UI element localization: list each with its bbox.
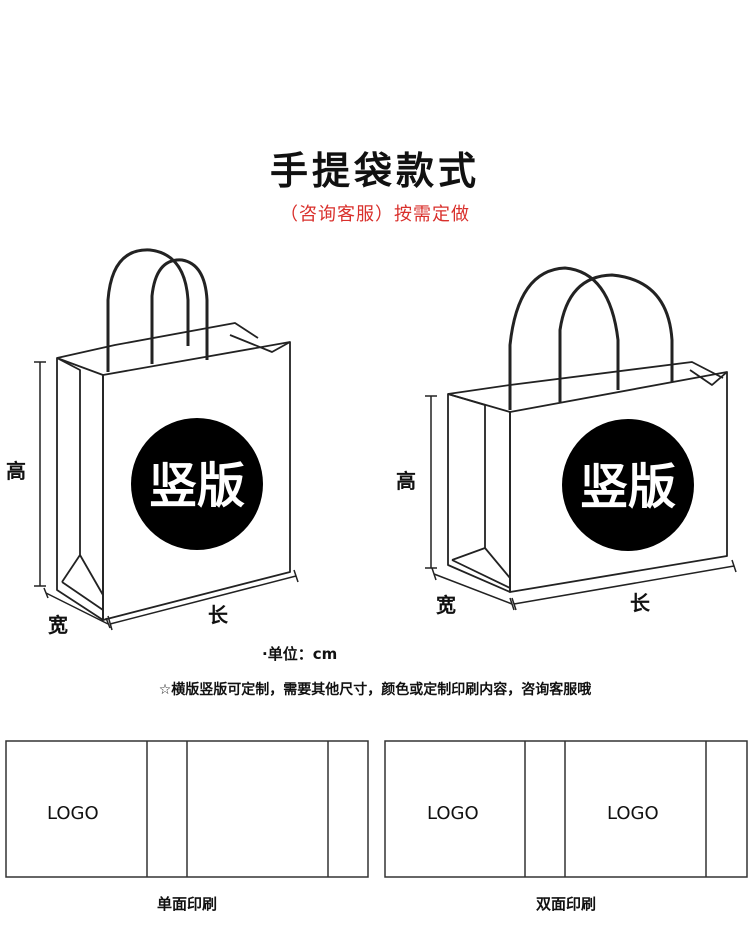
bag-right	[447, 266, 728, 593]
bag-left-dimensions	[34, 361, 299, 631]
custom-note: ☆横版竖版可定制，需要其他尺寸，颜色或定制印刷内容，咨询客服哦	[158, 682, 592, 698]
print-single-logo: LOGO	[47, 803, 99, 824]
bag-right-badge-text: 竖版	[580, 459, 676, 515]
bag-left-width-label: 宽	[48, 613, 68, 637]
print-single-layout	[5, 740, 369, 878]
bag-right-handle-front	[558, 273, 674, 402]
print-double-logo-2: LOGO	[607, 803, 659, 824]
bag-right-length-label: 长	[630, 591, 651, 615]
bag-right-front	[509, 371, 728, 593]
bag-left-handle-front	[150, 258, 209, 364]
print-double-label: 双面印刷	[535, 895, 596, 913]
bag-right-height-label: 高	[396, 469, 416, 493]
print-double-layout	[384, 740, 748, 878]
unit-text: ·单位：cm	[262, 645, 338, 663]
bag-left-front	[102, 341, 291, 621]
bag-right-width-label: 宽	[436, 593, 456, 617]
print-single-label: 单面印刷	[156, 895, 217, 913]
print-layouts: LOGO LOGO LOGO	[5, 740, 748, 878]
bag-left-handle-back	[106, 248, 190, 372]
bag-left-height-label: 高	[6, 459, 26, 483]
bag-left-badge-circle	[131, 418, 263, 550]
bag-left	[56, 248, 291, 621]
bag-right-handle-back	[508, 266, 620, 410]
page-subtitle: （咨询客服）按需定做	[280, 204, 470, 225]
bag-illustrations: 竖版 竖版 高 宽 长 高 宽 长	[6, 248, 737, 637]
bag-left-badge-text: 竖版	[149, 458, 245, 514]
print-double-logo-1: LOGO	[427, 803, 479, 824]
bag-right-dimensions	[425, 395, 737, 611]
bag-right-badge-circle	[562, 419, 694, 551]
bag-left-length-label: 长	[208, 603, 229, 627]
page-title: 手提袋款式	[269, 149, 480, 193]
